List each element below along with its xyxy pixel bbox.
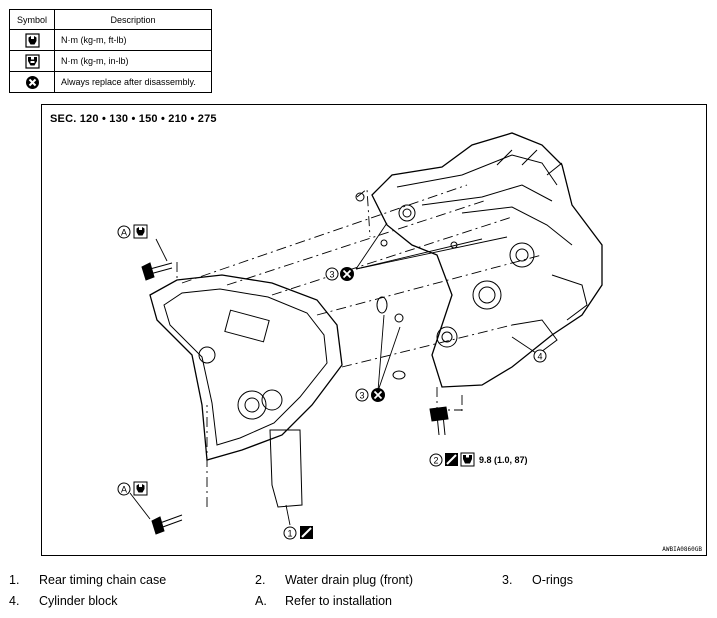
callout-number: 3 [359, 391, 364, 401]
legend-description: N·m (kg-m, ft-lb) [54, 29, 212, 51]
bolt-drawing [151, 514, 183, 535]
replace-icon [25, 75, 39, 89]
torque-ftlb-icon [24, 32, 40, 48]
parts-list-item: 1. Rear timing chain case [9, 573, 166, 587]
torque-inlb-icon [460, 452, 475, 467]
drain-plug-drawing [429, 406, 449, 436]
legend-header-row: Symbol Description [9, 9, 212, 30]
callout-number: 2 [433, 456, 438, 466]
parts-list-item: 4. Cylinder block [9, 594, 118, 608]
section-title: SEC. 120 • 130 • 150 • 210 • 275 [50, 113, 217, 125]
item-label: Refer to installation [285, 594, 393, 608]
item-number: A. [255, 594, 267, 608]
legend-row: N·m (kg-m, in-lb) [9, 50, 212, 72]
bolt-drawing [141, 262, 173, 281]
item-number: 2. [255, 573, 266, 587]
exploded-view-figure: 3 3 4 2 9.8 (1.0, 87) [41, 104, 707, 556]
legend-row: N·m (kg-m, ft-lb) [9, 29, 212, 51]
torque-ftlb-icon [133, 224, 148, 239]
callout-4: 4 [533, 349, 547, 363]
callout-3-lower: 3 [355, 388, 385, 402]
cylinder-block-drawing [371, 132, 603, 388]
callout-a-upper: A [117, 224, 148, 239]
torque-ftlb-icon [133, 481, 148, 496]
callout-1: 1 [283, 526, 313, 540]
callout-3-upper: 3 [325, 267, 354, 281]
item-label: O-rings [532, 573, 573, 587]
item-label: Rear timing chain case [39, 573, 167, 587]
item-number: 1. [9, 573, 20, 587]
figure-code: AWBIA0860GB [662, 546, 702, 553]
item-number: 4. [9, 594, 20, 608]
callout-letter: A [121, 485, 127, 495]
leader-lines [129, 222, 537, 526]
parts-list-item: A. Refer to installation [255, 594, 392, 608]
callout-letter: A [121, 228, 127, 238]
callout-a-lower: A [117, 481, 148, 496]
torque-inlb-icon [24, 53, 40, 69]
legend-description: Always replace after disassembly. [54, 71, 212, 93]
parts-list-item: 3. O-rings [502, 573, 573, 587]
parts-list-item: 2. Water drain plug (front) [255, 573, 413, 587]
torque-spec: 9.8 (1.0, 87) [479, 455, 528, 465]
legend-header-symbol: Symbol [9, 9, 55, 30]
timing-chain-case-drawing [149, 274, 343, 508]
symbol-legend-table: Symbol Description N·m (kg-m, ft-lb) N·m… [9, 9, 212, 93]
legend-header-description: Description [54, 9, 212, 30]
callout-number: 1 [287, 529, 292, 539]
legend-description: N·m (kg-m, in-lb) [54, 50, 212, 72]
exploded-view-drawing: 3 3 4 2 9.8 (1.0, 87) [117, 132, 603, 540]
callout-2: 2 9.8 (1.0, 87) [429, 452, 528, 467]
item-label: Cylinder block [39, 594, 118, 608]
callout-number: 3 [329, 270, 334, 280]
item-number: 3. [502, 573, 513, 587]
callout-number: 4 [537, 352, 542, 362]
legend-row: Always replace after disassembly. [9, 71, 212, 93]
item-label: Water drain plug (front) [285, 573, 414, 587]
